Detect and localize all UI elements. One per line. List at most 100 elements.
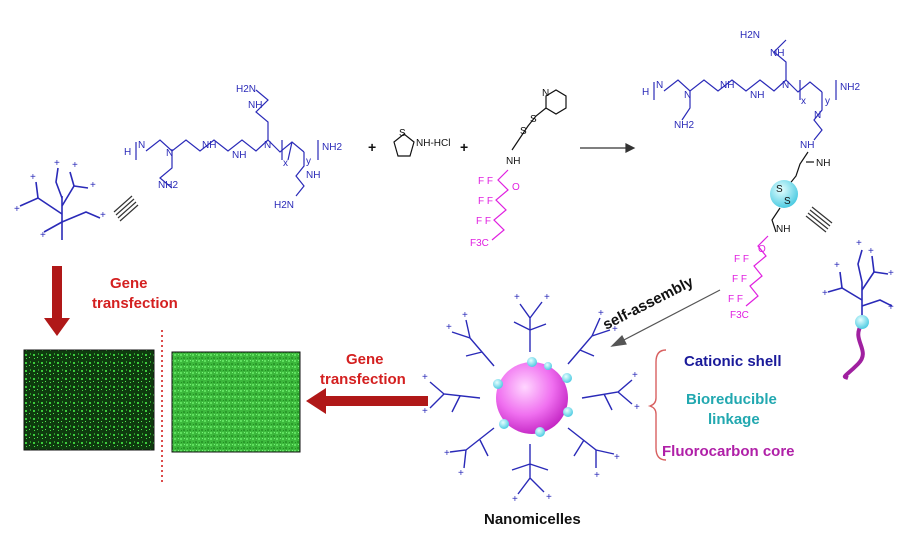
transfection-image-micelle — [171, 351, 301, 453]
micelle-shell-chains — [429, 301, 633, 495]
chem-nh: NH — [770, 48, 784, 59]
chem-nh: NH — [506, 156, 520, 167]
gene-transfection-label-left-2: transfection — [92, 295, 178, 312]
chem-s: S — [520, 126, 527, 137]
charge-plus: + — [544, 292, 550, 303]
charge-plus: + — [546, 492, 552, 503]
charge-plus: + — [444, 448, 450, 459]
chem-n: N — [814, 110, 821, 121]
charge-plus: + — [634, 402, 640, 413]
chem-ff: F F — [734, 254, 749, 265]
charge-plus: + — [614, 452, 620, 463]
product-linker — [771, 207, 781, 233]
chem-nh: NH — [306, 170, 320, 181]
chem-n: N — [684, 90, 691, 101]
chem-ff: F F — [732, 274, 747, 285]
chem-nh: NH — [248, 100, 262, 111]
chem-h2n: H2N — [740, 30, 760, 41]
legend-bioreducible-2: linkage — [708, 411, 760, 428]
chem-nh: NH — [816, 158, 830, 169]
charge-plus: + — [888, 302, 894, 313]
fluorocarbon-core — [496, 362, 568, 434]
charge-plus: + — [72, 160, 78, 171]
micelle-linkage-beads — [493, 357, 573, 437]
pei-structure: H N N NH NH N NH H2N NH2 x y NH2 NH H2N — [124, 84, 342, 211]
disulfide-bead — [770, 180, 798, 208]
charge-plus: + — [856, 238, 862, 249]
gene-transfection-label-mid: Gene — [346, 351, 384, 368]
chem-n: N — [542, 88, 549, 99]
chem-nh: NH — [776, 224, 790, 235]
charge-plus: + — [462, 310, 468, 321]
chem-nh2: NH2 — [840, 82, 860, 93]
chem-n: N — [264, 140, 271, 151]
legend-cationic-shell: Cationic shell — [684, 353, 782, 370]
transfection-image-pei — [23, 349, 155, 451]
chem-nh: NH — [800, 140, 814, 151]
charge-plus: + — [612, 324, 618, 335]
chem-h: H — [642, 87, 649, 98]
chem-h2n: H2N — [236, 84, 256, 95]
legend-bioreducible: Bioreducible — [686, 391, 777, 408]
chem-ff: F F — [728, 294, 743, 305]
charge-plus: + — [822, 288, 828, 299]
chem-nh: NH — [202, 140, 216, 151]
fluoro-tail — [842, 322, 865, 380]
amphiphile-icon — [827, 249, 893, 320]
chem-h2n: H2N — [274, 200, 294, 211]
reaction-plus: + — [368, 139, 376, 155]
amphiphile-bead — [855, 315, 869, 329]
fluoro-reagent: N S S NH O F F F F F F F3C — [470, 88, 567, 249]
legend-bracket — [647, 349, 667, 461]
chem-n: N — [166, 148, 173, 159]
charge-plus: + — [100, 210, 106, 221]
chem-ff: F F — [478, 196, 493, 207]
equivalence-sign-right — [805, 206, 833, 233]
chem-nh-hcl: NH-HCl — [416, 138, 450, 149]
chem-n: N — [138, 140, 145, 151]
chem-nh: NH — [750, 90, 764, 101]
down-arrow-left — [44, 266, 70, 336]
charge-plus: + — [512, 494, 518, 505]
chem-nh: NH — [232, 150, 246, 161]
equivalence-sign-left — [113, 195, 139, 222]
charge-plus: + — [514, 292, 520, 303]
reaction-arrow — [580, 143, 636, 153]
chem-f3c: F3C — [730, 310, 749, 321]
charge-plus: + — [594, 470, 600, 481]
chem-subscript-x: x — [283, 158, 288, 169]
charge-plus: + — [90, 180, 96, 191]
chem-subscript-x: x — [801, 96, 806, 107]
chem-o: O — [758, 244, 766, 255]
chem-nh2: NH2 — [322, 142, 342, 153]
charge-plus: + — [14, 204, 20, 215]
left-arrow-mid — [306, 388, 428, 414]
chem-nh2: NH2 — [674, 120, 694, 131]
charge-plus: + — [632, 370, 638, 381]
chem-f3c: F3C — [470, 238, 489, 249]
chem-s: S — [784, 196, 791, 207]
chem-n: N — [782, 80, 789, 91]
chem-s: S — [399, 128, 406, 139]
charge-plus: + — [868, 246, 874, 257]
self-assembly-arrow — [610, 289, 721, 347]
charge-plus: + — [598, 308, 604, 319]
charge-plus: + — [422, 372, 428, 383]
charge-plus: + — [458, 468, 464, 479]
chem-ff: F F — [478, 176, 493, 187]
chem-o: O — [512, 182, 520, 193]
chem-nh: NH — [720, 80, 734, 91]
charge-plus: + — [446, 322, 452, 333]
legend-fluorocarbon-core: Fluorocarbon core — [662, 443, 795, 460]
product-structure: H N N NH2 NH NH N NH H2N x y NH2 N NH NH — [642, 30, 860, 187]
gene-transfection-label-mid-2: transfection — [320, 371, 406, 388]
amphiphile-charges: + + + + + + — [822, 238, 894, 313]
charge-plus: + — [834, 260, 840, 271]
chem-subscript-y: y — [825, 96, 830, 107]
pei-charges-left: + + + + + + + — [14, 158, 106, 241]
nanomicelle: + + + + + + + + + + + + + + + + — [422, 292, 640, 505]
chem-s: S — [776, 184, 783, 195]
product-fluoro-chain: O F F F F F F F3C — [728, 235, 769, 321]
